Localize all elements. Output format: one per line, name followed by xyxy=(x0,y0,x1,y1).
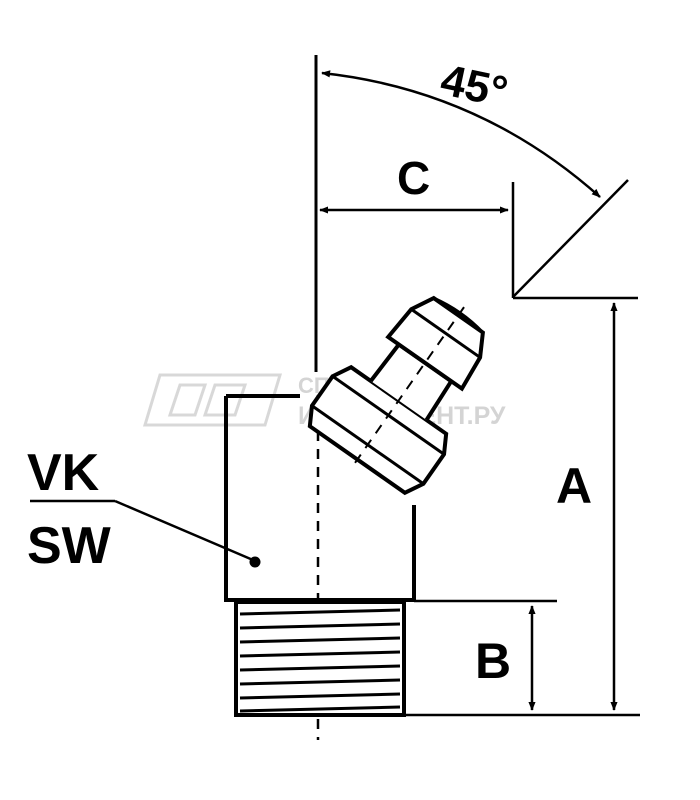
dimension-b-label: B xyxy=(475,633,511,689)
dimension-b: B xyxy=(414,599,557,711)
head-centre-line xyxy=(354,306,465,464)
watermark-logo xyxy=(142,373,283,427)
angle-arc-arrow xyxy=(321,70,601,198)
dimension-c-label: C xyxy=(397,152,430,204)
dimension-a-label: A xyxy=(556,458,592,514)
vk-sw-callout: VK SW xyxy=(27,444,254,575)
angle-label: 45° xyxy=(436,55,511,117)
vk-label: VK xyxy=(27,444,100,502)
angled-nipple-head xyxy=(307,295,485,496)
dimension-c: C xyxy=(319,152,515,298)
nipple-ball-head xyxy=(385,295,485,392)
sw-label: SW xyxy=(27,517,112,575)
dimension-a: A xyxy=(556,302,618,711)
angle-dimension: 45° xyxy=(321,55,629,298)
thread-section xyxy=(234,600,406,717)
angle-leader-line xyxy=(512,179,629,298)
vk-sw-leader-line xyxy=(114,499,254,562)
